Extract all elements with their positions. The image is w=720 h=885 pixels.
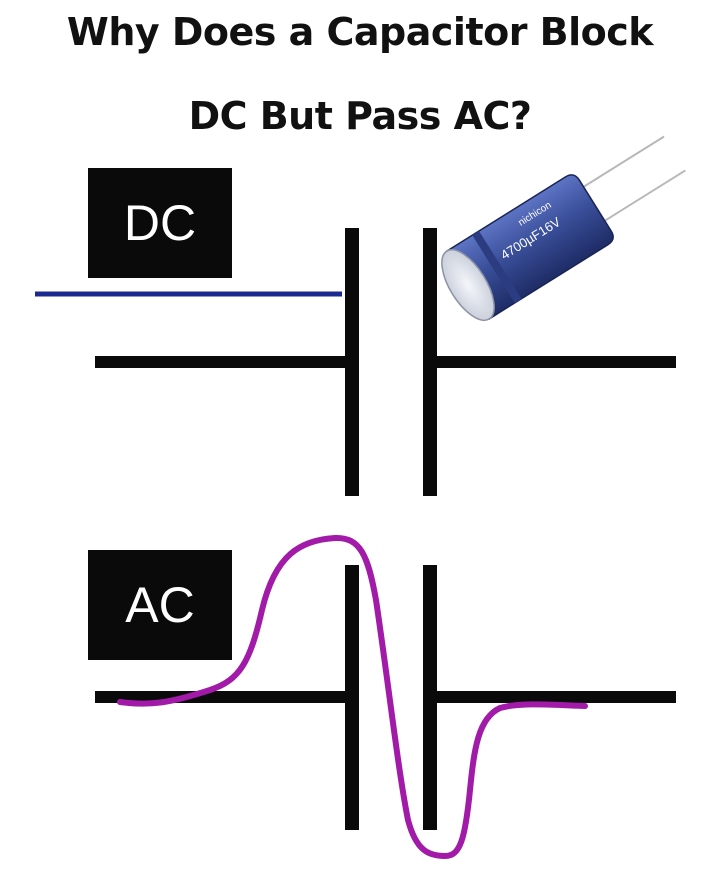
ac-signal-wave [117,534,588,860]
page-title-line-1: Why Does a Capacitor Block [66,10,654,54]
electrolytic-capacitor-image: 4700µF16V nichicon [441,135,686,321]
ac-capacitor-circuit [95,534,676,860]
ac-label: AC [88,550,232,660]
dc-label: DC [88,168,232,278]
dc-capacitor-circuit [35,228,676,496]
page-title-line-2: DC But Pass AC? [188,94,532,138]
